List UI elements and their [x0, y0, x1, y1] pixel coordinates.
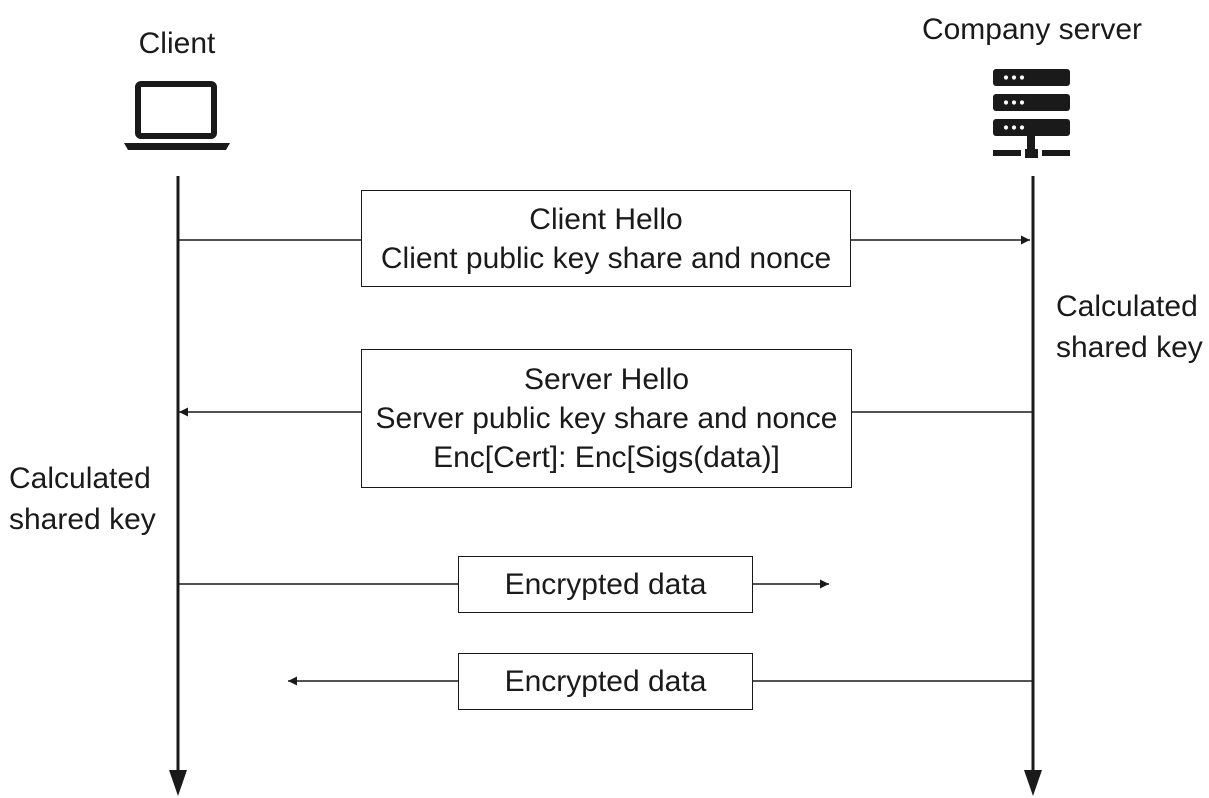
server-actor-label: Company server	[921, 13, 1143, 46]
note-line: shared key	[1056, 331, 1203, 364]
encrypted-data-to-client-box: Encrypted data	[458, 653, 753, 710]
client-hello-box: Client Hello Client public key share and…	[361, 190, 851, 287]
laptop-icon	[124, 81, 230, 150]
message-line: Client Hello	[529, 202, 683, 236]
message-line: Server public key share and nonce	[375, 402, 838, 435]
note-line: Calculated	[9, 462, 151, 495]
message-line: Enc[Cert]: Enc[Sigs(data)]	[433, 441, 780, 474]
client-actor-label: Client	[138, 27, 216, 60]
encrypted-data-to-server-box: Encrypted data	[458, 556, 753, 613]
note-line: shared key	[9, 503, 156, 536]
server-lifeline	[1024, 176, 1042, 796]
client-shared-key-note: Calculated shared key	[9, 458, 156, 540]
message-line: Encrypted data	[504, 568, 707, 601]
message-line: Server Hello	[523, 363, 690, 396]
message-line: Client public key share and nonce	[380, 241, 832, 275]
server-icon	[993, 69, 1070, 158]
client-lifeline	[169, 176, 187, 796]
server-hello-box: Server Hello Server public key share and…	[361, 349, 852, 488]
server-shared-key-note: Calculated shared key	[1056, 286, 1203, 368]
note-line: Calculated	[1056, 290, 1198, 323]
message-line: Encrypted data	[504, 665, 707, 698]
